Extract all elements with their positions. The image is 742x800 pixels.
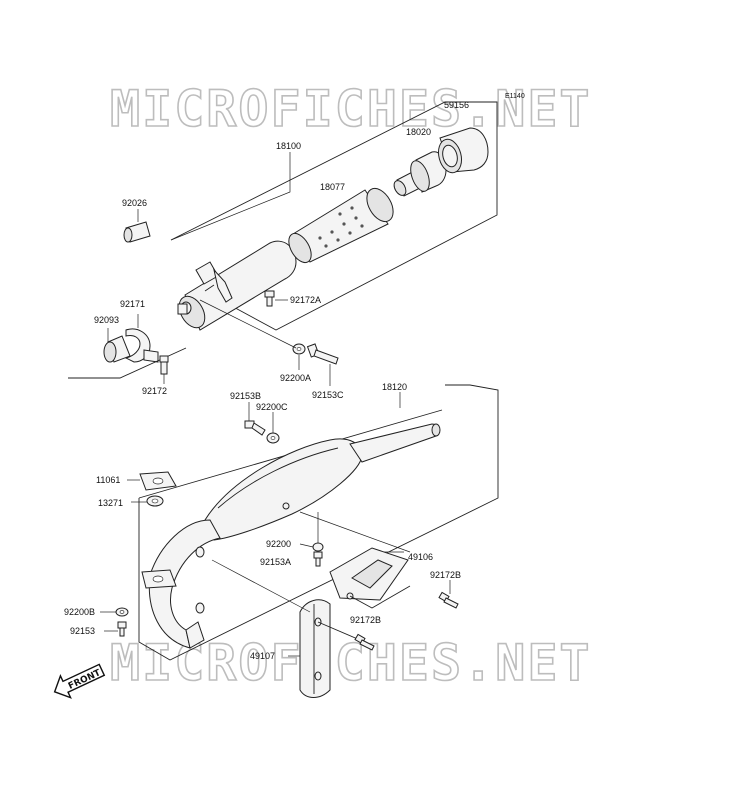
label-18100: 18100: [276, 141, 301, 151]
label-18020: 18020: [406, 127, 431, 137]
label-49106: 49106: [408, 552, 433, 562]
tailpipe-18020: [393, 151, 447, 197]
muffler-core-18077: [288, 187, 394, 264]
bolt-92153C: [306, 343, 339, 386]
bolt-92153: [117, 621, 127, 637]
label-92171: 92171: [120, 299, 145, 309]
front-arrow-icon: FRONT: [53, 663, 106, 699]
label-92200A: 92200A: [280, 373, 311, 383]
washer-92200A: [292, 343, 306, 370]
label-92172B-right: 92172B: [430, 570, 461, 580]
label-59156: 59156: [444, 100, 469, 110]
label-92172B-lower: 92172B: [350, 615, 381, 625]
end-cap-59156: [437, 127, 489, 174]
bolt-92172B-lower: [354, 633, 375, 651]
heat-guard-49107: [288, 599, 361, 698]
bolt-92153A: [313, 551, 323, 567]
label-92153B: 92153B: [230, 391, 261, 401]
ring-13271: [131, 495, 164, 507]
watermark-top: MICROFICHES.NET: [110, 80, 592, 138]
bolt-92172A: [264, 290, 288, 307]
label-11061: 11061: [96, 475, 120, 485]
exhaust-chamber-18120: [148, 423, 441, 649]
bolt-92153B: [244, 402, 266, 436]
label-49107: 49107: [250, 651, 275, 661]
label-92153C: 92153C: [312, 390, 344, 400]
label-92172: 92172: [142, 386, 167, 396]
heat-guard-49106: [329, 547, 411, 609]
label-92200: 92200: [266, 539, 291, 549]
label-92172A: 92172A: [290, 295, 321, 305]
diagram-code: E1140: [505, 93, 525, 100]
pipe-flange: [141, 569, 177, 589]
label-18120: 18120: [382, 382, 407, 392]
guard-leader-2: [211, 559, 311, 613]
leader-washer: [199, 299, 297, 349]
label-92093: 92093: [94, 315, 119, 325]
muffler-body: [177, 240, 297, 331]
label-92153: 92153: [70, 626, 95, 636]
collar-92026: [123, 209, 151, 243]
label-92200B: 92200B: [64, 607, 95, 617]
gasket-11061: [127, 471, 177, 491]
label-92153A: 92153A: [260, 557, 291, 567]
label-92200C: 92200C: [256, 402, 288, 412]
bolt-92172B-right: [438, 580, 459, 609]
muffler-assembly-frame: [170, 101, 498, 331]
label-13271: 13271: [98, 498, 123, 508]
washer-92200B: [115, 607, 129, 617]
guard-leader-1: [299, 511, 411, 553]
washer-92200C: [266, 412, 280, 444]
bolt-92172: [159, 355, 169, 384]
clamp-92171: [103, 314, 159, 363]
label-18077: 18077: [320, 182, 345, 192]
label-92026: 92026: [122, 198, 147, 208]
washer-92200: [299, 512, 324, 552]
